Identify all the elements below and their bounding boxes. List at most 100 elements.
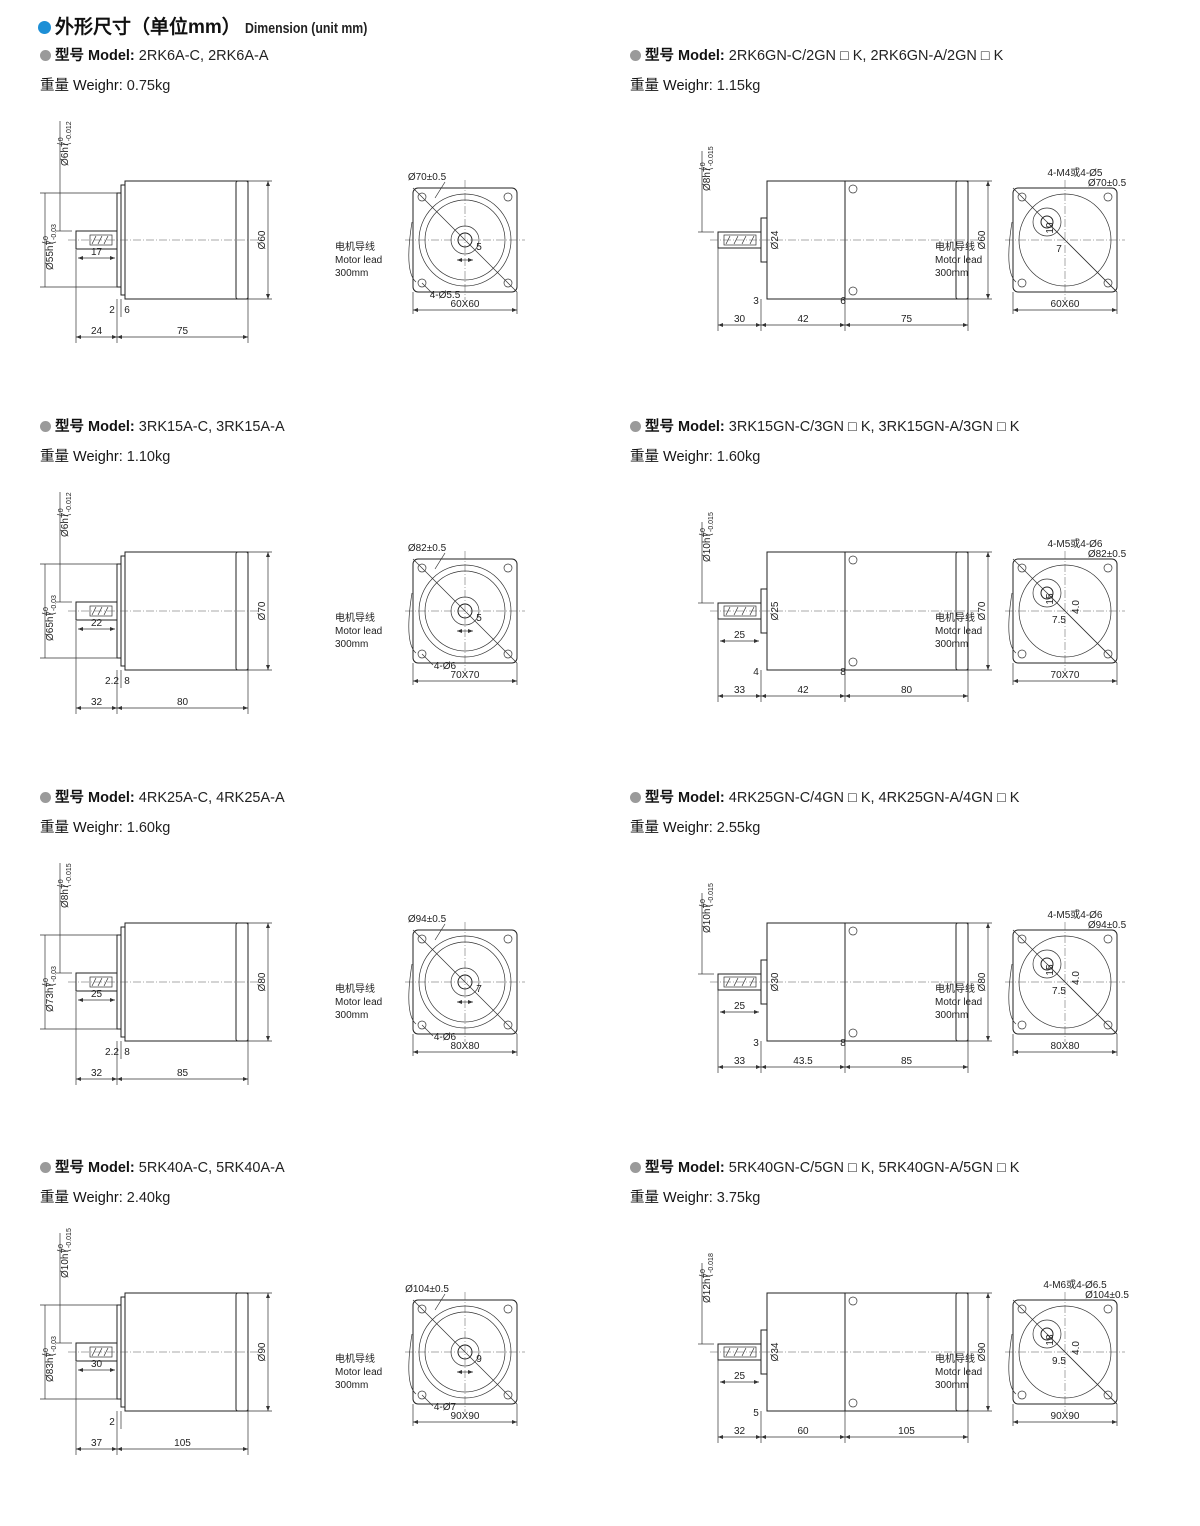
dim-key-label: 5 [476, 613, 482, 624]
motor-lead-length: 300mm [935, 639, 968, 650]
leader-flange [434, 923, 446, 941]
leader-flange [434, 1293, 446, 1311]
dim-step2-label: 8 [840, 1038, 846, 1049]
model-title: 型号 Model: 3RK15GN-C/3GN □ K, 3RK15GN-A/3… [630, 415, 1019, 436]
dim-body-len-label: 75 [177, 326, 189, 337]
dim-body-dia-label: Ø60 [977, 230, 988, 249]
motor-lead-cn: 电机导线 [335, 611, 375, 624]
front-diag [1012, 1299, 1118, 1405]
model-title: 型号 Model: 4RK25A-C, 4RK25A-A [40, 786, 285, 807]
dim-pilot-dia-tol-bot: -0.03 [51, 966, 58, 982]
mount-hole-icon [1103, 649, 1113, 659]
dim-flange-dia-label: Ø70±0.5 [408, 172, 447, 183]
dim-pilot-dia-paren [41, 1353, 57, 1356]
dim-pilot-dia-value: Ø73h7 [45, 982, 56, 1012]
dim-holes-label: 4-Ø6 [434, 1032, 457, 1043]
motor-lead-cn: 电机导线 [935, 1352, 975, 1365]
motor-panel: 型号 Model: 4RK25GN-C/4GN □ K, 4RK25GN-A/4… [630, 786, 1200, 1156]
dim-shaft-len-arrows [718, 1065, 761, 1069]
dim-gear-len-label: 42 [797, 685, 809, 696]
dim-key-arrows [457, 1000, 473, 1004]
model-bullet-icon [630, 421, 641, 432]
mount-hole-icon [1017, 1390, 1027, 1400]
dim-holes-label: 4-Ø7 [434, 1402, 457, 1413]
lead-wire [408, 963, 417, 1025]
motor-lead-en: Motor lead [935, 997, 982, 1008]
dim-pilot-dia-paren [41, 241, 57, 244]
dim-shaft-dia-tol-bot: -0.015 [708, 883, 715, 903]
front-diag [412, 929, 518, 1035]
dim-shaft-dia-value: Ø12h7 [702, 1273, 713, 1303]
model-value: 5RK40GN-C/5GN □ K, 5RK40GN-A/5GN □ K [728, 1160, 1020, 1176]
motor-lead-cn: 电机导线 [335, 1352, 375, 1365]
model-label: 型号 Model: [645, 419, 729, 435]
motor-lead-en: Motor lead [335, 255, 382, 266]
dim-shaft-len-arrows [718, 323, 761, 327]
dim-boss-dia-label: Ø30 [770, 972, 781, 991]
dim-shaft-dia-tol-top: 0 [58, 1244, 65, 1248]
dim-body-len-label: 75 [901, 314, 913, 325]
dim-key-label: 7 [476, 984, 482, 995]
dim-shaft-len-arrows [76, 1077, 117, 1081]
dim-shaft-len-label: 24 [91, 326, 103, 337]
dim-shaft-dia-value: Ø10h7 [60, 1248, 71, 1278]
motor-lead-en: Motor lead [935, 255, 982, 266]
dim-holes-label: 4-M5或4-Ø6 [1047, 538, 1102, 550]
dim-body-dia-label: Ø90 [977, 1342, 988, 1361]
dim-size-label: 70X70 [1051, 670, 1080, 681]
lead-wire [408, 221, 417, 283]
motor-panel: 型号 Model: 3RK15GN-C/3GN □ K, 3RK15GN-A/3… [630, 415, 1200, 785]
dim-shaft-dia-paren [698, 533, 714, 536]
weight-row: 重量 Weighr: 0.75kg [40, 74, 170, 95]
model-title: 型号 Model: 2RK6A-C, 2RK6A-A [40, 44, 269, 65]
dim-boss-dia-label: Ø34 [770, 1342, 781, 1361]
model-label: 型号 Model: [55, 48, 139, 64]
mount-hole-icon [1103, 192, 1113, 202]
dim-body-dia-label: Ø80 [977, 972, 988, 991]
model-title: 型号 Model: 5RK40A-C, 5RK40A-A [40, 1156, 285, 1177]
front-diag [1012, 187, 1118, 293]
dim-step1-label: 3 [753, 1038, 759, 1049]
leader-flange [434, 552, 446, 570]
mount-hole-icon [1103, 1020, 1113, 1030]
mount-hole-icon [1103, 934, 1113, 944]
dim-size-label: 90X90 [451, 1411, 480, 1422]
front-diag [412, 1299, 518, 1405]
dim-body-len-label: 80 [901, 685, 913, 696]
dim-pilot-dia-paren [41, 983, 57, 986]
model-bullet-icon [630, 792, 641, 803]
mount-hole-icon [1017, 649, 1027, 659]
dim-body-len-label: 85 [901, 1056, 913, 1067]
weight-value: 1.10kg [126, 449, 171, 465]
model-title: 型号 Model: 2RK6GN-C/2GN □ K, 2RK6GN-A/2GN… [630, 44, 1003, 65]
dim-shaft-len-label: 32 [91, 697, 103, 708]
output-boss [1032, 578, 1062, 608]
weight-label: 重量 Weighr: [630, 78, 717, 94]
dim-gear-len-label: 43.5 [793, 1056, 813, 1067]
dim-pilot-dia-tol-bot: -0.03 [51, 1336, 58, 1352]
dim-step1-label: 5 [753, 1408, 759, 1419]
model-value: 3RK15GN-C/3GN □ K, 3RK15GN-A/3GN □ K [728, 419, 1020, 435]
dim-body-dia-label: Ø60 [257, 230, 268, 249]
model-title: 型号 Model: 4RK25GN-C/4GN □ K, 4RK25GN-A/4… [630, 786, 1019, 807]
dim-step1-label: 2.2 [105, 676, 119, 687]
dim-key-len-label: 25 [734, 1371, 746, 1382]
dim-c-label: 4.0 [1071, 1341, 1082, 1355]
mount-hole-icon [1017, 563, 1027, 573]
motor-lead-en: Motor lead [335, 997, 382, 1008]
weight-value: 3.75kg [716, 1190, 761, 1206]
dim-step2-label: 6 [840, 296, 846, 307]
dim-gear-len-label: 60 [797, 1426, 809, 1437]
dim-body-len-label: 85 [177, 1068, 189, 1079]
